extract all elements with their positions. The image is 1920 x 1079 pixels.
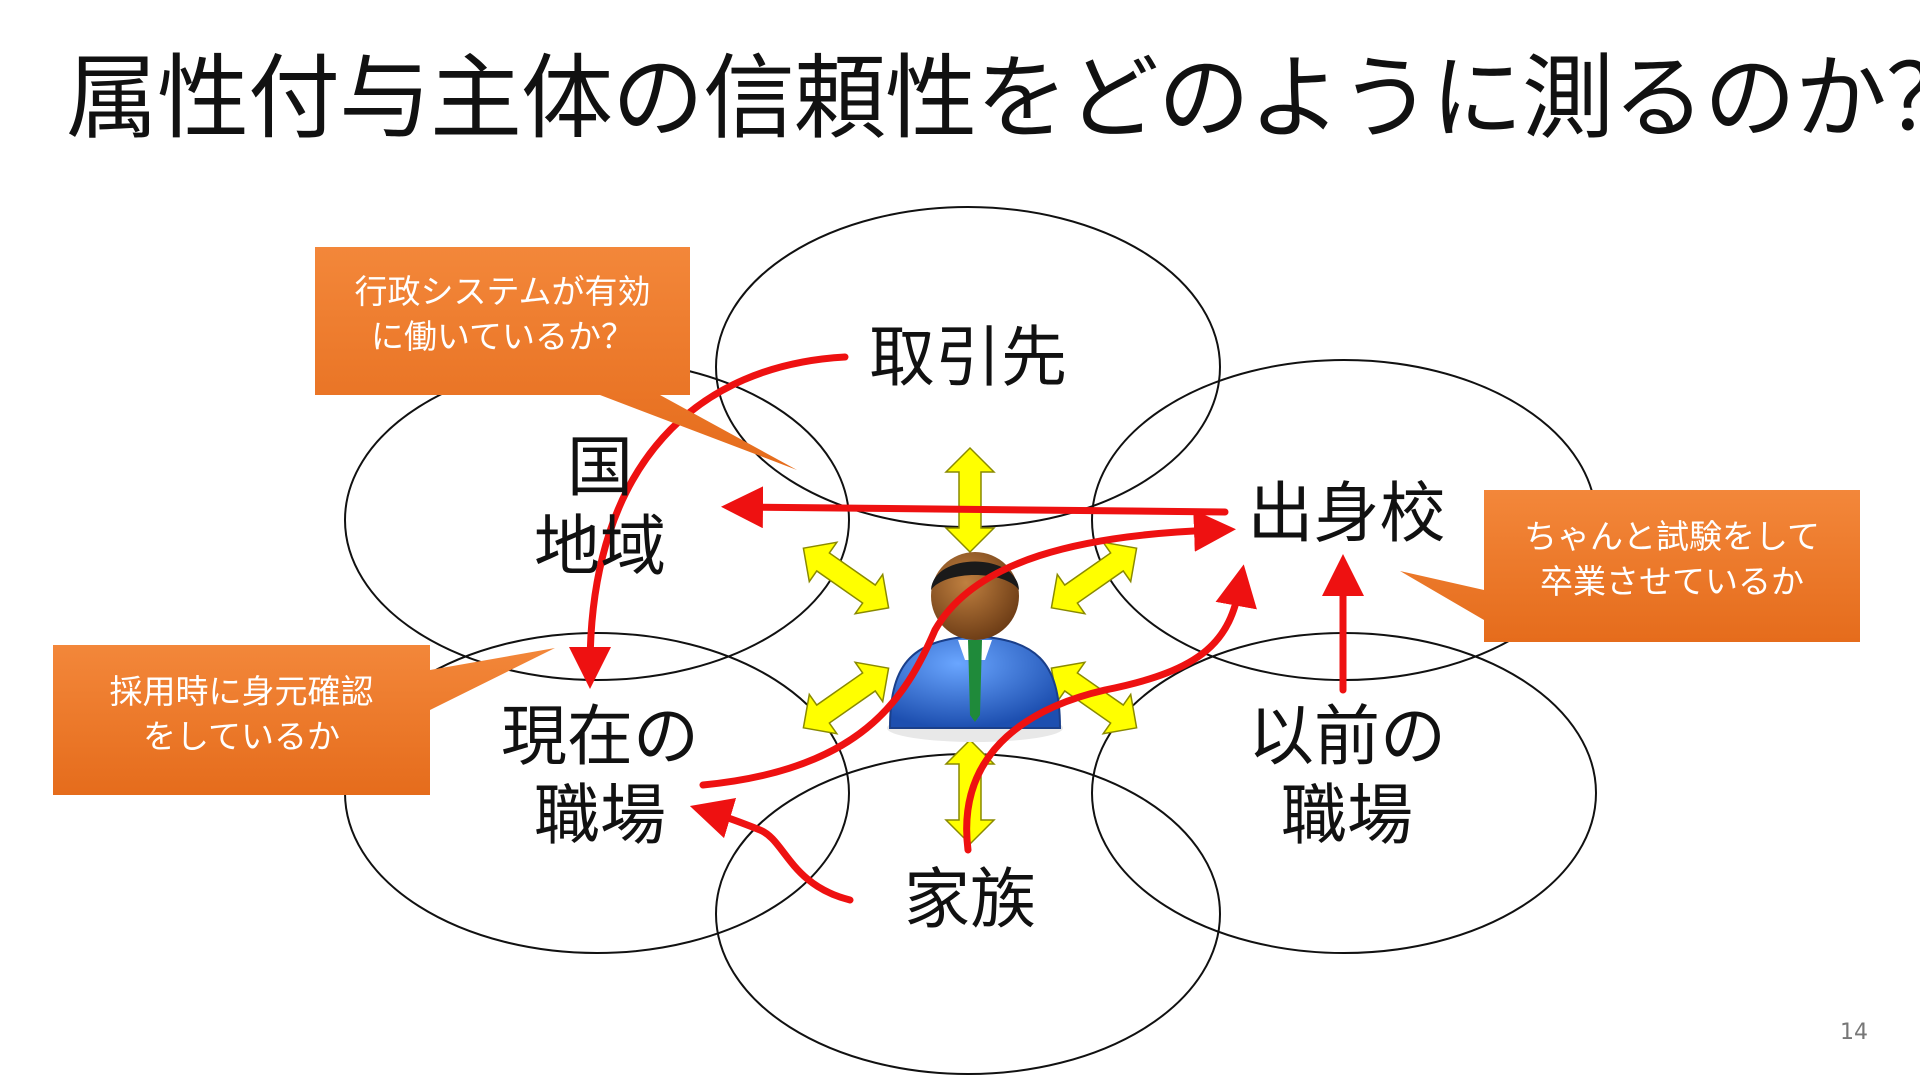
callout-employer-shape — [53, 645, 555, 795]
red-arrows — [569, 353, 1364, 904]
arrow-school-to-country — [721, 486, 1229, 529]
callout-school: ちゃんと試験をして 卒業させているか — [1484, 515, 1860, 604]
arrow-current-work-to-school — [699, 509, 1236, 789]
arrow-partner-to-current-work — [569, 353, 849, 689]
node-previous-work-line2: 職場 — [1281, 777, 1413, 855]
node-school: 出身校 — [1247, 475, 1446, 552]
node-partner: 取引先 — [869, 319, 1067, 396]
callout-employer-line2: をしているか — [142, 716, 340, 756]
node-country: 国 地域 — [490, 428, 710, 586]
callout-school-line1: ちゃんと試験をして — [1523, 517, 1820, 556]
page-number: 14 — [1840, 1020, 1868, 1045]
slide-title: 属性付与主体の信頼性をどのように測るのか？ — [66, 45, 1920, 152]
node-previous-work: 以前の 職場 — [1227, 697, 1467, 855]
node-family: 家族 — [904, 861, 1036, 938]
node-previous-work-line1: 以前の — [1248, 698, 1446, 775]
callout-employer: 採用時に身元確認 をしているか — [53, 670, 430, 759]
callout-government: 行政システムが有効 に働いているか？ — [315, 270, 690, 359]
callout-government-line1: 行政システムが有効 — [354, 272, 651, 311]
arrow-family-to-school — [963, 564, 1257, 854]
callout-school-line2: 卒業させているか — [1540, 561, 1804, 601]
callout-government-line2: に働いているか？ — [370, 316, 634, 356]
node-current-work-line2: 職場 — [534, 777, 666, 855]
node-country-line1: 国 — [567, 429, 633, 506]
callout-school-shape — [1400, 490, 1860, 642]
node-country-line2: 地域 — [534, 508, 666, 586]
callout-employer-line1: 採用時に身元確認 — [109, 672, 374, 711]
callout-government-shape — [315, 247, 797, 470]
arrow-family-to-current-work — [689, 797, 854, 904]
node-current-work-line1: 現在の — [501, 698, 699, 775]
node-current-work: 現在の 職場 — [480, 697, 720, 855]
